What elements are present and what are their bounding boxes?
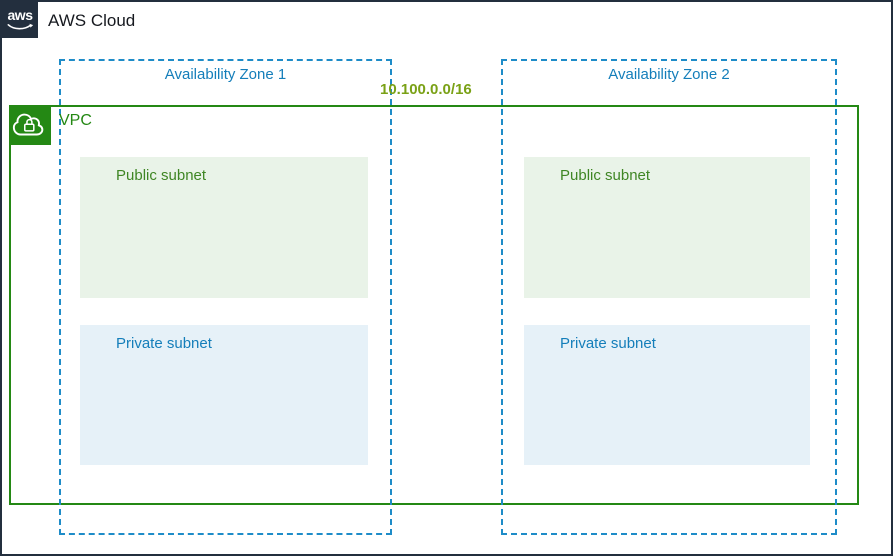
availability-zone-1-label: Availability Zone 1 [164, 66, 287, 83]
aws-logo-text: aws [7, 6, 33, 23]
availability-zone-2-box: Availability Zone 2 [501, 59, 837, 535]
public-subnet-az1-box: Public subnet [80, 157, 368, 298]
availability-zone-1-box: Availability Zone 1 [59, 59, 392, 535]
vpc-group-box [9, 105, 859, 505]
aws-smile-swoosh-icon [7, 23, 34, 29]
private-subnet-az1-box: Private subnet [80, 325, 368, 465]
vpc-cloud-lock-icon [9, 105, 51, 145]
private-subnet-az2-box: Private subnet [524, 325, 810, 465]
public-subnet-az2-box: Public subnet [524, 157, 810, 298]
vpc-label: VPC [59, 112, 92, 129]
vpc-cidr-label: 10.100.0.0/16 [380, 81, 472, 98]
aws-cloud-label: AWS Cloud [48, 11, 136, 30]
availability-zone-2-label: Availability Zone 2 [608, 66, 730, 83]
aws-logo-icon: aws [2, 2, 38, 38]
